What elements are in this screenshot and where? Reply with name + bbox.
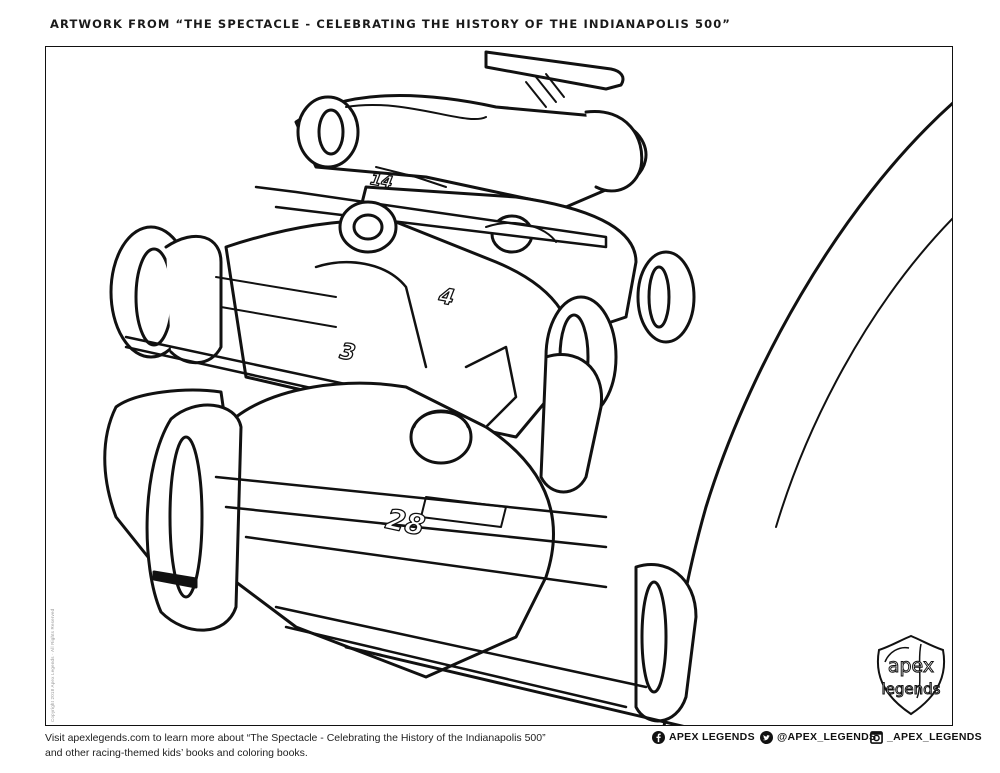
- copyright-notice: Copyright 2018 Apex Legends · All Rights…: [50, 608, 55, 722]
- apex-legends-logo: apex legends: [876, 634, 946, 716]
- facebook-icon: [652, 730, 665, 744]
- coloring-page-frame: 28 3 4 14 Copyright 2018 Apex Legends · …: [45, 46, 953, 726]
- car-number-3: 3: [338, 339, 357, 366]
- footer-blurb-line-2: and other racing-themed kids’ books and …: [45, 747, 308, 759]
- race-cars-line-art: 28 3 4 14: [103, 50, 952, 725]
- logo-word-legends: legends: [882, 680, 941, 698]
- logo-word-apex: apex: [888, 655, 934, 677]
- car-number-4: 4: [436, 284, 456, 311]
- facebook-link[interactable]: APEX LEGENDS: [652, 730, 755, 744]
- social-links: APEX LEGENDS @APEX_LEGENDS _APEX_LEGENDS: [652, 730, 982, 746]
- page-title: ARTWORK FROM “THE SPECTACLE - CELEBRATIN…: [50, 17, 731, 31]
- car-14: [294, 50, 648, 209]
- twitter-icon: [760, 730, 773, 744]
- twitter-handle: @APEX_LEGENDS: [777, 731, 877, 743]
- car-number-28: 28: [383, 502, 428, 542]
- car-28: [103, 345, 698, 725]
- footer-blurb-line-1: Visit apexlegends.com to learn more abou…: [45, 732, 546, 744]
- instagram-handle: _APEX_LEGENDS: [887, 731, 982, 743]
- car-number-14: 14: [369, 169, 394, 192]
- instagram-icon: [870, 730, 883, 744]
- instagram-link[interactable]: _APEX_LEGENDS: [870, 730, 982, 744]
- facebook-handle: APEX LEGENDS: [669, 731, 755, 743]
- twitter-link[interactable]: @APEX_LEGENDS: [760, 730, 876, 744]
- footer-blurb: Visit apexlegends.com to learn more abou…: [45, 731, 546, 761]
